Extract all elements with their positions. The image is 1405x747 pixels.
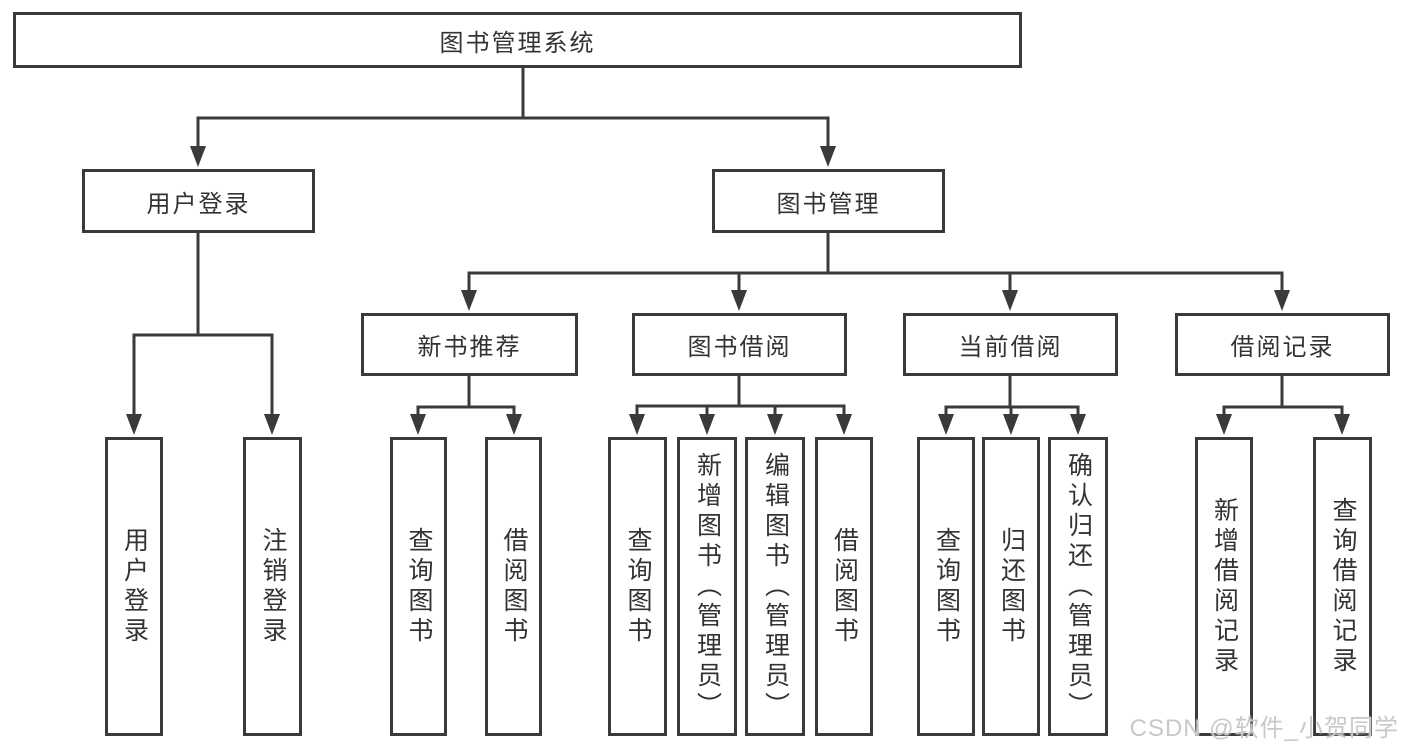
leaf-label-logout: 注销登录 xyxy=(259,526,287,647)
node-box-book-management: 图书管理 xyxy=(712,169,945,233)
node-label-user-login: 用户登录 xyxy=(146,190,251,218)
leaf-box-borrow-books: 借阅图书 xyxy=(815,437,873,736)
root-box-library-system: 图书管理系统 xyxy=(13,12,1022,68)
node-label-borrow-records: 借阅记录 xyxy=(1230,334,1335,361)
leaf-label-borrow-books: 借阅图书 xyxy=(830,526,859,647)
root-label: 图书管理系统 xyxy=(439,29,596,57)
leaf-box-return-books: 归还图书 xyxy=(982,437,1040,736)
node-label-book-borrowing: 图书借阅 xyxy=(687,334,792,361)
leaf-box-add-borrow-record: 新增借阅记录 xyxy=(1195,437,1253,736)
node-box-book-borrowing: 图书借阅 xyxy=(632,313,847,376)
leaf-label-borrow-books-recommend: 借阅图书 xyxy=(500,526,528,647)
leaf-label-query-books-recommend: 查询图书 xyxy=(405,526,433,647)
leaf-label-confirm-return-admin: 确认归还（管理员） xyxy=(1064,451,1093,722)
node-box-new-book-recommend: 新书推荐 xyxy=(361,313,578,376)
node-label-book-management: 图书管理 xyxy=(776,190,881,218)
leaf-box-query-books-current: 查询图书 xyxy=(917,437,975,736)
leaf-box-borrow-books-recommend: 借阅图书 xyxy=(485,437,542,736)
node-label-current-borrowing: 当前借阅 xyxy=(958,334,1063,361)
leaf-box-add-books-admin: 新增图书（管理员） xyxy=(677,437,737,736)
leaf-label-edit-books-admin: 编辑图书（管理员） xyxy=(761,451,790,722)
node-box-user-login: 用户登录 xyxy=(82,169,315,233)
leaf-box-edit-books-admin: 编辑图书（管理员） xyxy=(745,437,805,736)
leaf-box-query-books-borrowing: 查询图书 xyxy=(608,437,667,736)
node-label-new-book-recommend: 新书推荐 xyxy=(417,334,522,361)
leaf-box-query-borrow-record: 查询借阅记录 xyxy=(1313,437,1372,736)
leaf-label-query-books-borrowing: 查询图书 xyxy=(624,526,652,647)
leaf-label-user-login: 用户登录 xyxy=(120,526,149,647)
node-box-borrow-records: 借阅记录 xyxy=(1175,313,1390,376)
leaf-label-query-books-current: 查询图书 xyxy=(932,526,961,647)
leaf-label-add-books-admin: 新增图书（管理员） xyxy=(693,451,722,722)
leaf-box-logout: 注销登录 xyxy=(243,437,302,736)
leaf-label-add-borrow-record: 新增借阅记录 xyxy=(1210,496,1239,677)
leaf-label-query-borrow-record: 查询借阅记录 xyxy=(1329,496,1357,677)
csdn-watermark: CSDN @软件_小贺同学 xyxy=(1129,715,1399,742)
node-box-current-borrowing: 当前借阅 xyxy=(903,313,1118,376)
leaf-label-return-books: 归还图书 xyxy=(997,526,1026,647)
leaf-box-user-login: 用户登录 xyxy=(105,437,163,736)
leaf-box-query-books-recommend: 查询图书 xyxy=(390,437,447,736)
leaf-box-confirm-return-admin: 确认归还（管理员） xyxy=(1048,437,1108,736)
